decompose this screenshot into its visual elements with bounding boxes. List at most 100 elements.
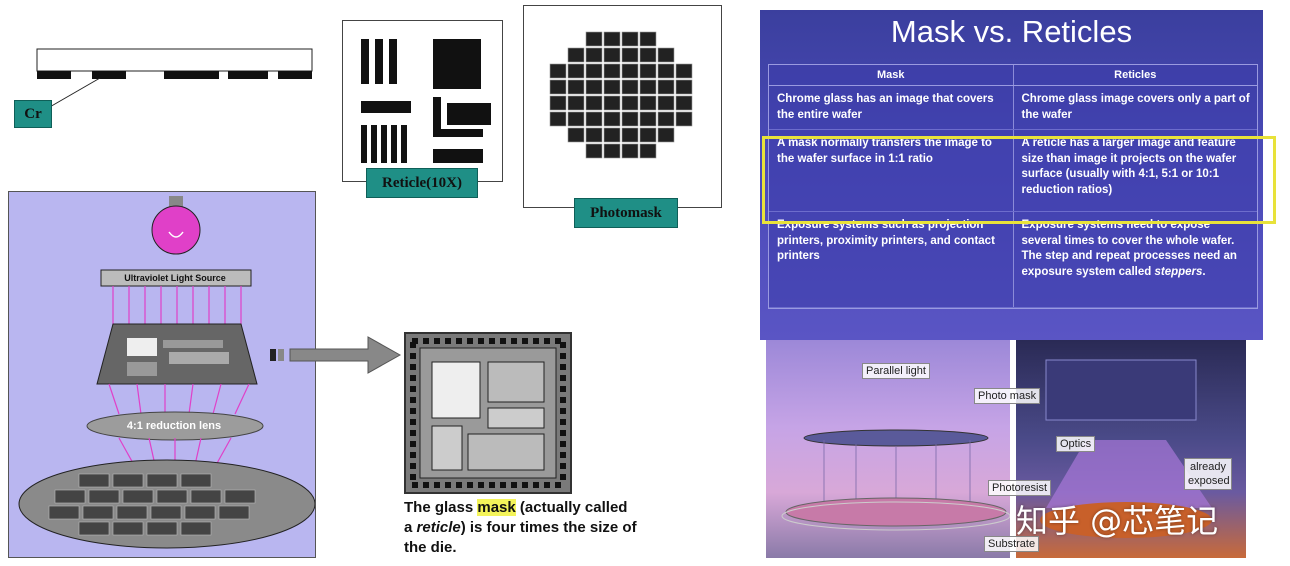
die xyxy=(603,63,621,79)
die xyxy=(567,127,585,143)
die xyxy=(675,63,693,79)
die xyxy=(585,79,603,95)
die xyxy=(657,63,675,79)
bond-pad xyxy=(423,482,429,488)
slide-title: Mask vs. Reticles xyxy=(890,14,1133,49)
reticle-pattern xyxy=(361,39,491,163)
bond-pad xyxy=(560,408,566,414)
table-cell: A reticle has a larger image and feature… xyxy=(1012,129,1257,212)
bond-pad xyxy=(560,375,566,381)
die xyxy=(657,95,675,111)
caption-line-1: The glass mask (actually called xyxy=(404,499,628,516)
bond-pad xyxy=(560,441,566,447)
die xyxy=(621,79,639,95)
bond-pad xyxy=(511,338,517,344)
die xyxy=(585,95,603,111)
table-row: Chrome glass has an image that covers th… xyxy=(769,85,1257,130)
wafer-die xyxy=(116,505,148,520)
magnify-arrow xyxy=(270,336,402,374)
bond-pad xyxy=(410,463,416,469)
bond-pad xyxy=(560,430,566,436)
wafer-die xyxy=(88,489,120,504)
die xyxy=(621,143,639,159)
die xyxy=(657,111,675,127)
mask-cross-section xyxy=(36,48,314,88)
die xyxy=(639,95,657,111)
bond-pad xyxy=(434,338,440,344)
bond-pad xyxy=(410,430,416,436)
table-cell: Exposure systems need to expose several … xyxy=(1012,211,1257,308)
die xyxy=(675,111,693,127)
die xyxy=(549,63,567,79)
chrome-pattern xyxy=(228,71,268,79)
bond-pad xyxy=(560,397,566,403)
arrow-tail-marker xyxy=(270,349,276,361)
optics-label: Optics xyxy=(1056,436,1096,452)
bond-pad xyxy=(410,419,416,425)
column-header-reticles: Reticles xyxy=(1012,65,1257,86)
bond-pad xyxy=(410,474,416,480)
highlight-box xyxy=(762,136,1276,224)
die xyxy=(639,47,657,63)
table-cell: A mask normally transfers the image to t… xyxy=(769,129,1013,212)
die xyxy=(639,111,657,127)
chrome-pattern xyxy=(164,71,219,79)
die xyxy=(603,79,621,95)
wafer-die xyxy=(150,505,182,520)
die xyxy=(621,95,639,111)
die xyxy=(639,79,657,95)
die xyxy=(639,31,657,47)
die xyxy=(639,127,657,143)
bond-pad xyxy=(533,482,539,488)
die xyxy=(567,47,585,63)
wafer-die xyxy=(146,521,178,536)
bond-pad xyxy=(544,482,550,488)
memory-block xyxy=(431,361,481,419)
chrome-pattern xyxy=(37,71,71,79)
table-cell: Exposure systems such as projection prin… xyxy=(769,211,1013,308)
table-row: Exposure systems such as projection prin… xyxy=(769,211,1257,308)
die xyxy=(585,111,603,127)
bond-pad xyxy=(478,482,484,488)
photomask-label: Photomask xyxy=(574,198,678,228)
table-header-row: Mask Reticles xyxy=(769,65,1257,86)
wafer-die xyxy=(146,473,178,488)
wafer-die xyxy=(54,489,86,504)
table-row: A mask normally transfers the image to t… xyxy=(769,129,1257,212)
die xyxy=(675,95,693,111)
bond-pad xyxy=(445,338,451,344)
bond-pad xyxy=(560,342,566,348)
stepper-photo xyxy=(1016,340,1246,558)
cr-label: Cr xyxy=(14,100,52,128)
uv-source-bar xyxy=(100,269,252,287)
bond-pad xyxy=(560,386,566,392)
bond-pad xyxy=(467,482,473,488)
bond-pad xyxy=(410,375,416,381)
photomask-die-array xyxy=(549,31,693,159)
bond-pad xyxy=(489,338,495,344)
bond-pad xyxy=(423,338,429,344)
bond-pad xyxy=(410,364,416,370)
bond-pad xyxy=(456,338,462,344)
reticle-closeup xyxy=(404,332,572,494)
wafer-die xyxy=(78,473,110,488)
wafer-die xyxy=(48,505,80,520)
wafer-die xyxy=(224,489,256,504)
bond-pad xyxy=(412,482,418,488)
chrome-pattern xyxy=(278,71,312,79)
photoresist-label: Photoresist xyxy=(988,480,1052,496)
die xyxy=(567,111,585,127)
comparison-table: Mask Reticles Chrome glass has an image … xyxy=(769,65,1257,308)
reticle-label: Reticle(10X) xyxy=(366,168,478,198)
bond-pad xyxy=(500,482,506,488)
wafer-die xyxy=(180,473,212,488)
die xyxy=(621,63,639,79)
glass-plate-drawing xyxy=(36,48,313,79)
bond-pad xyxy=(522,338,528,344)
die xyxy=(603,31,621,47)
stepper-illustration xyxy=(8,191,316,558)
bond-pad xyxy=(560,474,566,480)
reticle-frame xyxy=(342,20,503,182)
bond-pad xyxy=(560,419,566,425)
bond-pad xyxy=(560,452,566,458)
